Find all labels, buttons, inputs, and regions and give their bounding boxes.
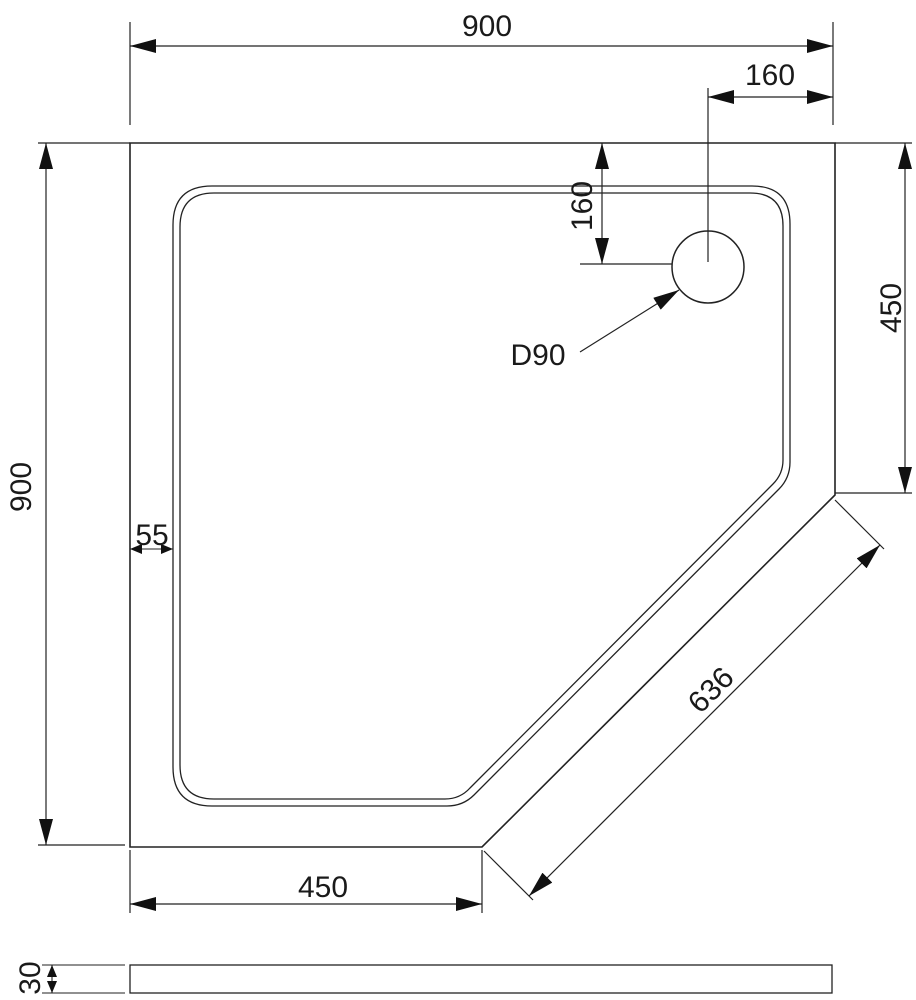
dim-overall-depth-label: 900 xyxy=(5,462,38,512)
tray-outline xyxy=(129,142,836,848)
dim-diagonal-label: 636 xyxy=(682,661,741,720)
dim-diagonal-ext-top xyxy=(834,499,885,550)
dim-height-label: 30 xyxy=(14,961,47,994)
drain-diameter-label: D90 xyxy=(510,339,565,372)
tray-inner-rim-inner-line xyxy=(179,192,784,800)
dim-diagonal-line xyxy=(528,544,881,897)
dim-bottom-side-label: 450 xyxy=(298,871,348,904)
dim-drain-x-label: 160 xyxy=(745,59,795,92)
dim-right-side-label: 450 xyxy=(875,283,908,333)
dim-drain-y-label: 160 xyxy=(566,181,599,231)
dim-overall-width-label: 900 xyxy=(462,10,512,43)
tray-inner-rim-outer-line xyxy=(172,185,791,807)
tray-side-profile xyxy=(129,964,833,994)
drain-leader-line xyxy=(579,289,680,353)
dim-diagonal-ext-bottom xyxy=(483,850,534,901)
dim-rim-width-label: 55 xyxy=(135,519,168,552)
